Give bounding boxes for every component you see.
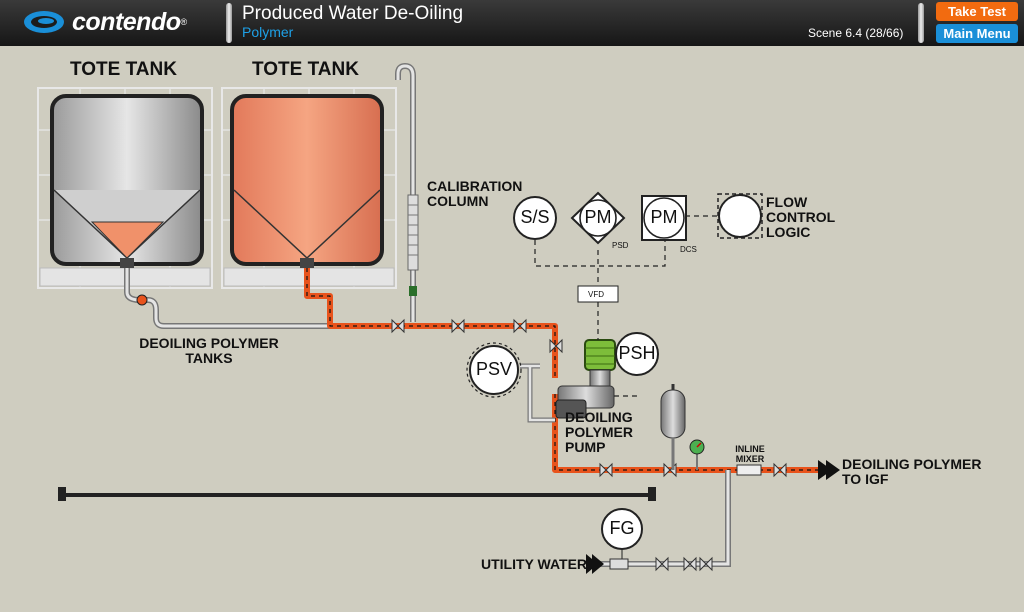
pulsation-dampener[interactable] xyxy=(660,384,686,470)
scene-indicator: Scene 6.4 (28/66) xyxy=(808,26,904,40)
vfd-box[interactable] xyxy=(577,285,619,303)
tote-tank-1-label: TOTE TANK xyxy=(70,59,177,80)
vfd-label: VFD xyxy=(588,290,604,299)
psd-label: PSD xyxy=(612,241,629,250)
calibration-column-label: CALIBRATION COLUMN xyxy=(427,178,523,209)
pid-diagram xyxy=(37,62,840,574)
psv-instrument[interactable] xyxy=(469,345,519,395)
fg-label: FG xyxy=(609,518,635,538)
page-subtitle: Polymer xyxy=(242,24,294,40)
ss-label: S/S xyxy=(520,207,550,227)
utility-water-label: UTILITY WATER xyxy=(481,556,588,572)
page-title: Produced Water De-Oiling xyxy=(242,3,464,24)
utility-valves[interactable] xyxy=(609,556,713,572)
utility-water-arrow-icon xyxy=(586,554,604,574)
main-menu-button[interactable]: Main Menu xyxy=(936,24,1018,43)
inline-mixer-label: INLINE MIXER xyxy=(735,444,765,464)
psv-line xyxy=(520,363,555,423)
button-divider xyxy=(918,3,924,43)
logo-swoosh-icon xyxy=(24,11,64,33)
pm-dcs-label: PM xyxy=(650,207,678,227)
psh-label: PSH xyxy=(618,343,656,363)
psv-label: PSV xyxy=(475,359,513,379)
deoiling-polymer-pump[interactable] xyxy=(555,339,616,419)
tote-tank-1[interactable] xyxy=(37,87,213,289)
tank1-outlet-pipe xyxy=(124,268,405,329)
pm-psd-label: PM xyxy=(584,207,612,227)
scale-bar xyxy=(58,487,656,501)
flow-control-logic-label: FLOW CONTROL LOGIC xyxy=(766,194,836,240)
tote-tank-2-label: TOTE TANK xyxy=(252,59,359,80)
pressure-gauge-icon[interactable] xyxy=(689,439,705,470)
active-polymer-line xyxy=(304,268,820,473)
tanks-label: DEOILING POLYMER TANKS xyxy=(139,335,279,366)
title-divider xyxy=(226,3,232,43)
dcs-label: DCS xyxy=(680,245,697,254)
calibration-column[interactable] xyxy=(395,62,419,322)
signal-lines xyxy=(534,215,718,397)
ss-instrument[interactable] xyxy=(513,196,557,240)
top-bar: contendo® Produced Water De-Oiling Polym… xyxy=(0,0,1024,46)
pump-label: DEOILING POLYMER PUMP xyxy=(565,409,633,455)
tote-tank-2[interactable] xyxy=(221,87,397,289)
contendo-logo: contendo® xyxy=(22,6,187,38)
take-test-button[interactable]: Take Test xyxy=(936,2,1018,21)
outlet-arrow-icon xyxy=(818,460,840,480)
outlet-label: DEOILING POLYMER TO IGF xyxy=(842,456,982,487)
psh-instrument[interactable] xyxy=(615,332,659,376)
logo-text: contendo xyxy=(72,7,181,36)
inline-mixer[interactable] xyxy=(736,464,762,476)
